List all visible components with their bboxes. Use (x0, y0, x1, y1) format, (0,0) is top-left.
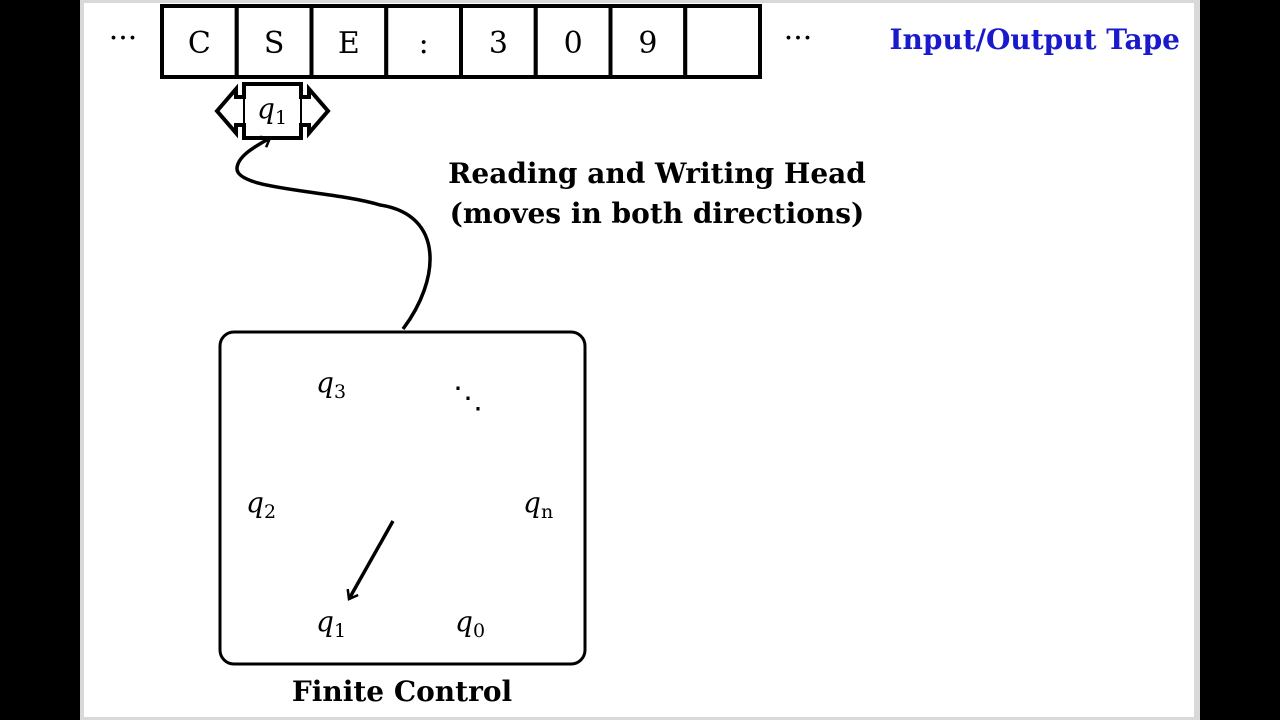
tape-cell-symbol: 9 (638, 26, 657, 61)
tape-cell-symbol: : (419, 26, 429, 61)
head-state: q1 (257, 92, 287, 129)
state-q2: q2 (246, 486, 276, 523)
tape-cell (683, 4, 762, 79)
tape-cell (384, 4, 463, 79)
tape-cell (160, 4, 239, 79)
head-connector-curve (235, 135, 432, 331)
tape: C S E: 3 0 9 (160, 4, 762, 79)
current-state-pointer (346, 520, 395, 601)
tape-cell-symbol: C (188, 26, 211, 61)
tape-cell-symbol: S (264, 26, 285, 61)
state-qn: qn (523, 486, 553, 523)
finite-control-box (218, 330, 587, 666)
head-state-base: q (257, 92, 275, 125)
finite-control-label: Finite Control (292, 675, 512, 708)
tape-cell-symbol: 3 (489, 26, 508, 61)
tape-cell-symbol: E (338, 26, 360, 61)
state-q0: q0 (455, 605, 485, 642)
state-ellipsis: ⋱ (453, 381, 483, 416)
reading-writing-head: q1 (214, 82, 331, 140)
tape-cell (533, 4, 613, 79)
head-label-line2: (moves in both directions) (450, 197, 865, 230)
tape-title: Input/Output Tape (889, 23, 1180, 56)
head-label-line1: Reading and Writing Head (448, 157, 866, 190)
tape-cell (459, 4, 538, 79)
tape-left-ellipsis: ··· (109, 21, 138, 56)
tape-right-ellipsis: ··· (784, 21, 813, 56)
state-q1: q1 (316, 605, 346, 642)
state-q3: q3 (316, 366, 346, 403)
head-inner-rect (243, 97, 302, 125)
tape-cell-symbol: 0 (564, 26, 583, 61)
head-state-sub: 1 (275, 107, 287, 129)
